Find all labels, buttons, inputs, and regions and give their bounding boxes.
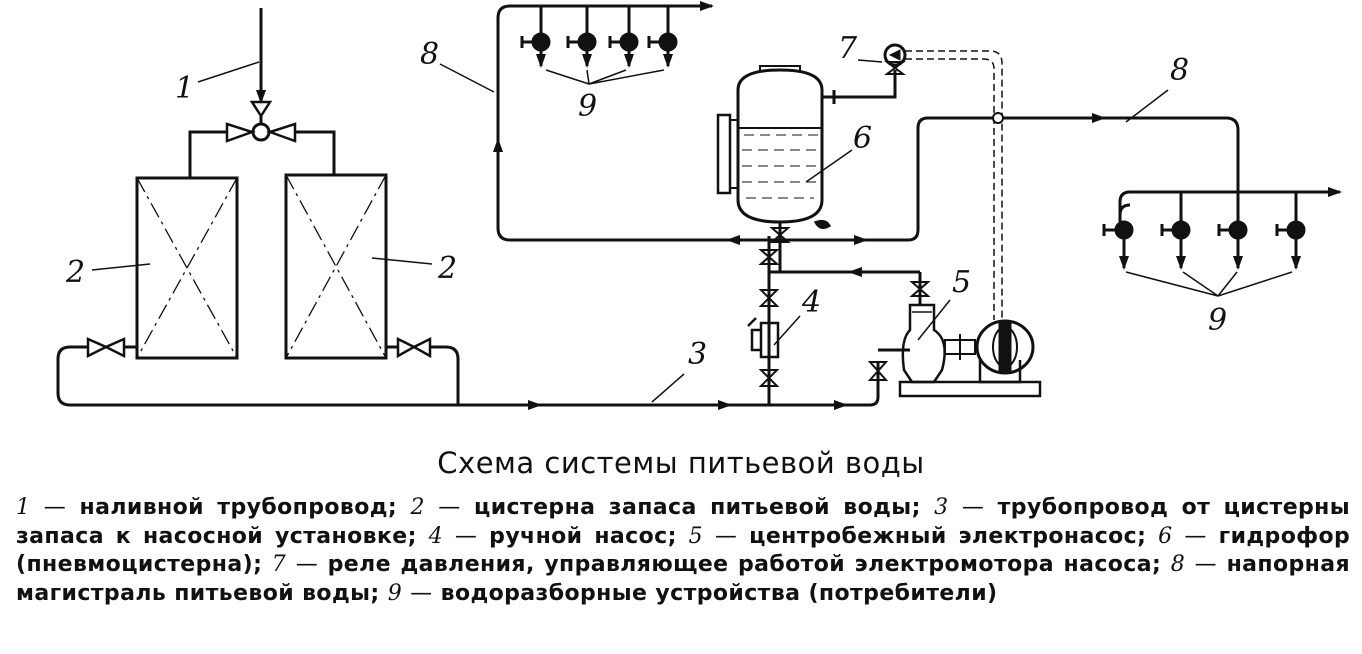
- legend-num: 1: [16, 495, 31, 520]
- legend-text: гидрофор (пневмоцистерна);: [16, 523, 1351, 578]
- legend-num: 4: [428, 523, 444, 549]
- legend-text: напорная магистраль питьевой воды;: [16, 552, 1351, 606]
- legend-text: ручной насос;: [489, 523, 677, 549]
- legend-item-5: 5 — центробежный электронасос;: [688, 523, 1147, 549]
- callout-2-right: 2: [437, 251, 457, 286]
- legend-item-8: 8 — напорная магистраль питьевой воды;: [16, 552, 1351, 606]
- figure-legend: 1 — наливной трубопровод; 2 — цистерна з…: [16, 494, 1350, 608]
- legend-text: реле давления, управляющее работой элект…: [327, 552, 1162, 577]
- legend-text: центробежный электронасос;: [749, 523, 1147, 549]
- legend-text: наливной трубопровод;: [79, 495, 398, 520]
- legend-num: 7: [271, 552, 287, 577]
- pressure-main-right: [780, 112, 1342, 245]
- pressure-main-left: [493, 1, 780, 245]
- consumers-right: [1102, 190, 1306, 297]
- legend-text: цистерна запаса питьевой воды;: [473, 495, 921, 520]
- legend-item-7: 7 — реле давления, управляющее работой э…: [271, 552, 1162, 577]
- legend-item-1: 1 — наливной трубопровод;: [16, 495, 398, 520]
- legend-num: 9: [387, 580, 403, 606]
- centrifugal-electric-pump: [898, 272, 1042, 398]
- callout-1: 1: [175, 71, 194, 106]
- legend-item-2: 2 — цистерна запаса питьевой воды;: [410, 495, 921, 520]
- callout-5: 5: [952, 265, 971, 300]
- suction-pipeline: [56, 336, 910, 410]
- legend-num: 2: [410, 495, 425, 520]
- legend-num: 6: [1158, 523, 1173, 549]
- callout-8-left: 8: [420, 37, 439, 72]
- hand-pump: [747, 236, 920, 405]
- legend-item-3: 3 — трубопровод от цистерны запаса к нас…: [16, 495, 1351, 549]
- pressure-relay: [883, 43, 1003, 320]
- callout-3: 3: [688, 337, 707, 372]
- callout-6: 6: [853, 121, 872, 156]
- callout-4: 4: [801, 285, 821, 320]
- legend-item-4: 4 — ручной насос;: [428, 523, 677, 549]
- consumers-top: [520, 6, 678, 85]
- legend-num: 8: [1170, 552, 1186, 577]
- legend-num: 5: [688, 523, 704, 549]
- filling-pipeline: [188, 8, 336, 178]
- figure-title: Схема системы питьевой воды: [437, 446, 925, 480]
- callout-7: 7: [838, 31, 858, 66]
- callout-9-right: 9: [1208, 303, 1227, 338]
- callout-8-right: 8: [1170, 53, 1189, 88]
- legend-item-9: 9 — водоразборные устройства (потребител…: [387, 580, 998, 606]
- legend-text: трубопровод от цистерны запаса к насосно…: [16, 495, 1351, 549]
- legend-text: водоразборные устройства (потребители): [440, 580, 998, 606]
- water-system-diagram: 1 2 2 3 4 5 6 7 8 8 9 9: [56, 1, 1342, 410]
- leader-lines: [91, 59, 1169, 403]
- legend-num: 3: [934, 495, 949, 520]
- callout-9-top: 9: [578, 89, 597, 124]
- legend-item-6: 6 — гидрофор (пневмоцистерна);: [16, 523, 1351, 578]
- hydrophore-tank: [716, 61, 906, 272]
- storage-tank-left: [135, 176, 239, 360]
- callout-2-left: 2: [65, 255, 85, 290]
- callout-labels: 1 2 2 3 4 5 6 7 8 8 9 9: [65, 31, 1227, 372]
- storage-tank-right: [284, 173, 388, 360]
